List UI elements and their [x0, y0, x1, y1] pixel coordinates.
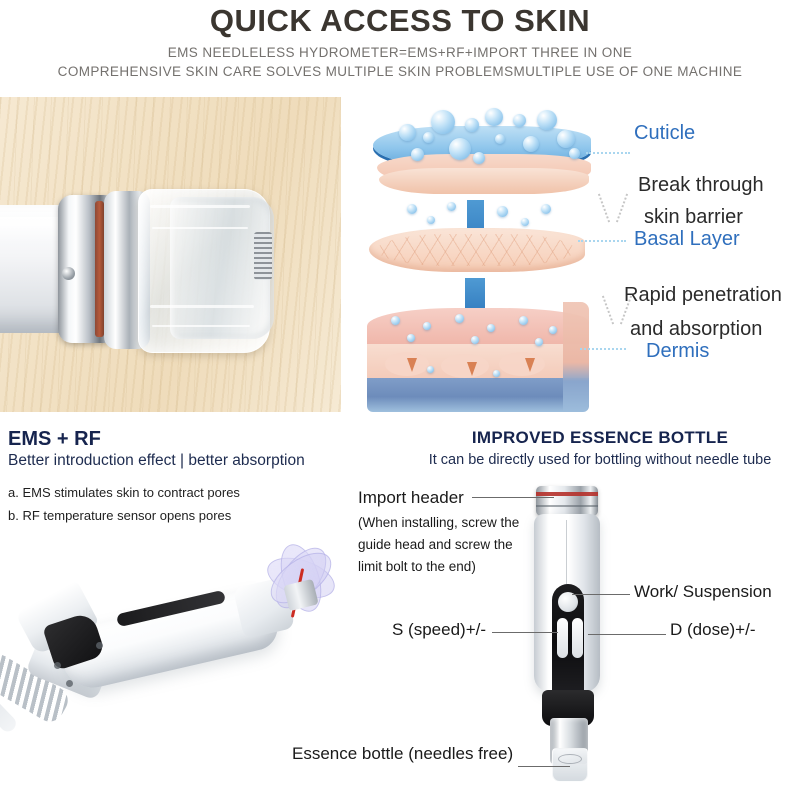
serum-bubble [399, 124, 416, 141]
serum-bubble [519, 316, 528, 325]
absorption-arrow [525, 358, 535, 372]
right-section-tagline: It can be directly used for bottling wit… [428, 452, 772, 468]
serum-bubble [411, 148, 424, 161]
serum-bubble [497, 206, 508, 217]
skin-layer-cuticle [373, 108, 591, 194]
label-rapid-penetration: Rapid penetration [624, 284, 782, 306]
speed-button[interactable] [557, 618, 568, 658]
leader-line-dermis [580, 348, 626, 350]
red-accent-stripe [95, 201, 104, 337]
handpiece-tip-photo [0, 97, 341, 412]
left-section-tagline: Better introduction effect | better abso… [8, 452, 305, 469]
leader-line-basal [578, 240, 626, 242]
dermis-side-face [563, 302, 589, 412]
tip-grill [254, 232, 272, 280]
glass-ridge [152, 227, 248, 229]
serum-bubble [465, 118, 479, 132]
dermis-bottom-layer [367, 378, 589, 412]
left-bullet-b: b. RF temperature sensor opens pores [8, 508, 232, 523]
cuticle-underlayer-2 [379, 168, 589, 194]
pen-bottle-glass [552, 748, 588, 782]
serum-bubble [427, 216, 435, 224]
chevron-down-icon [600, 193, 626, 227]
serum-bubble [537, 110, 557, 130]
leader-line-speed [492, 632, 558, 633]
serum-bubble [535, 338, 543, 346]
serum-bubble [407, 334, 415, 342]
serum-bubble [407, 204, 417, 214]
skin-layer-diagram [355, 100, 615, 412]
leader-line-cuticle [586, 152, 630, 154]
serum-bubble [427, 366, 434, 373]
serum-bubble [473, 152, 485, 164]
leader-line-import-header [472, 497, 554, 498]
serum-bubble [449, 138, 471, 160]
serum-bubble [493, 370, 500, 377]
right-section-heading: IMPROVED ESSENCE BOTTLE [471, 428, 729, 447]
left-section-heading: EMS + RF [8, 428, 101, 450]
label-basal-layer: Basal Layer [634, 228, 740, 250]
handpiece-screw-dot [96, 642, 103, 649]
serum-bubble [549, 326, 557, 334]
skin-layer-dermis [367, 302, 589, 412]
pen-cap-groove [536, 505, 598, 507]
handpiece-screw-dot [54, 662, 61, 669]
callout-import-header: Import header [358, 488, 464, 507]
label-break-through: Break through [638, 174, 764, 196]
serum-bubble [495, 134, 505, 144]
work-suspension-button[interactable] [558, 592, 578, 612]
leader-line-essence-bottle [518, 766, 570, 767]
serum-bubble [557, 130, 575, 148]
dermis-cell [441, 354, 489, 378]
left-bullet-a: a. EMS stimulates skin to contract pores [8, 485, 240, 500]
serum-bubble [513, 114, 526, 127]
pen-import-header-cap [536, 486, 598, 516]
serum-bubble [471, 336, 479, 344]
handpiece-photo [0, 520, 360, 800]
handpiece-screw-dot [66, 680, 73, 687]
serum-bubble [487, 324, 495, 332]
fan-attachment [248, 539, 352, 646]
essence-pen-photo [500, 486, 640, 800]
label-cuticle: Cuticle [634, 122, 696, 144]
serum-bubble [569, 148, 580, 159]
label-skin-barrier: skin barrier [644, 206, 743, 228]
basal-mesh-texture [377, 234, 575, 266]
callout-import-note: (When installing, screw the guide head a… [358, 515, 520, 574]
glass-ridge [150, 305, 254, 308]
serum-bubble [431, 110, 455, 134]
pen-bottle-rim [558, 754, 582, 764]
serum-bubble [423, 132, 434, 143]
serum-bubble [455, 314, 464, 323]
serum-bubble [541, 204, 551, 214]
callout-work-suspension: Work/ Suspension [634, 582, 772, 601]
serum-bubble [423, 322, 431, 330]
glass-ridge [152, 325, 250, 327]
serum-bubble [485, 108, 503, 126]
absorption-arrow [467, 362, 477, 376]
label-dermis: Dermis [646, 340, 710, 362]
basal-surface [369, 228, 585, 272]
callout-essence-bottle: Essence bottle (needles free) [292, 744, 514, 763]
callout-speed: S (speed)+/- [392, 620, 487, 639]
serum-bubble [521, 218, 529, 226]
leader-line-dose [588, 634, 666, 635]
absorption-arrow [407, 358, 417, 372]
glass-ridge [150, 205, 250, 208]
pen-body-seam [566, 520, 567, 640]
dermis-cell [499, 352, 545, 376]
subtitle-line-1: EMS NEEDLELESS HYDROMETER=EMS+RF+IMPORT … [167, 45, 633, 60]
page-title: QUICK ACCESS TO SKIN [209, 3, 591, 38]
leader-line-work-suspension [572, 594, 630, 595]
dose-button[interactable] [572, 618, 583, 658]
label-and-absorption: and absorption [630, 318, 763, 340]
skin-layer-basal [369, 220, 587, 284]
serum-bubble [523, 136, 539, 152]
subtitle-line-2: COMPREHENSIVE SKIN CARE SOLVES MULTIPLE … [57, 64, 743, 79]
serum-bubble [391, 316, 400, 325]
serum-bubble [447, 202, 456, 211]
callout-dose: D (dose)+/- [670, 620, 756, 639]
screw-head [62, 267, 75, 280]
pen-cap-red-ring [536, 492, 598, 496]
